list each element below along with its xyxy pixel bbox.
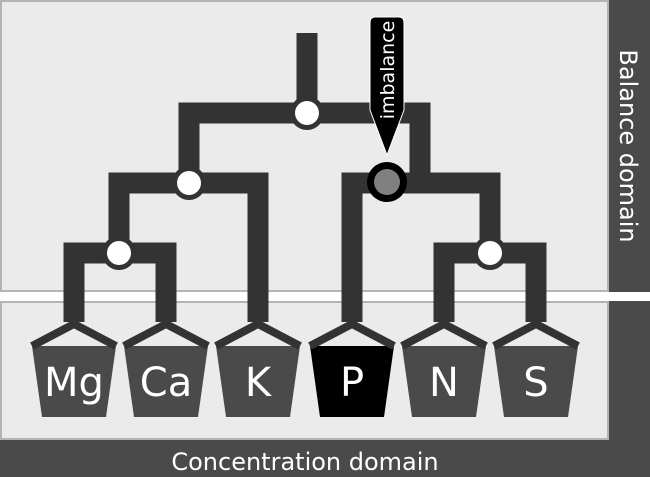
pot-lid (492, 319, 580, 350)
pot-lid (30, 319, 118, 350)
nutrient-pot-s: S (492, 319, 580, 417)
nutrient-pot-mg: Mg (30, 319, 118, 417)
pot-lid (308, 319, 396, 350)
nutrient-label: Mg (44, 360, 104, 406)
imbalance-pin (369, 16, 405, 157)
pot-body (402, 346, 486, 417)
domain-separator (0, 292, 650, 301)
nutrient-pot-k: K (214, 319, 302, 417)
nutrient-pot-n: N (400, 319, 488, 417)
nutrient-label: N (429, 360, 459, 406)
imbalance-marker: imbalance (369, 16, 405, 157)
pot-body (124, 346, 208, 417)
imbalance-label: imbalance (377, 21, 399, 120)
nutrient-pots: Mg Ca K P N S (30, 319, 580, 417)
nutrient-label: K (245, 360, 273, 406)
tree-nodes (102, 96, 507, 270)
balance-band (608, 0, 650, 292)
pot-lid (122, 319, 210, 350)
nutrient-label: Ca (140, 360, 192, 406)
pot-body (494, 346, 578, 417)
nutrient-pot-ca: Ca (122, 319, 210, 417)
branch-right-bar (341, 172, 501, 322)
concentration-domain-label: Concentration domain (171, 448, 438, 476)
balance-domain-label: Balance domain (614, 49, 642, 242)
pot-body (32, 346, 116, 417)
pot-body (310, 346, 394, 417)
nutrient-label: P (340, 360, 364, 406)
nutrient-pot-p: P (308, 319, 396, 417)
nutrient-label: S (523, 360, 548, 406)
pot-body (216, 346, 300, 417)
pot-lid (400, 319, 488, 350)
pot-lid (214, 319, 302, 350)
